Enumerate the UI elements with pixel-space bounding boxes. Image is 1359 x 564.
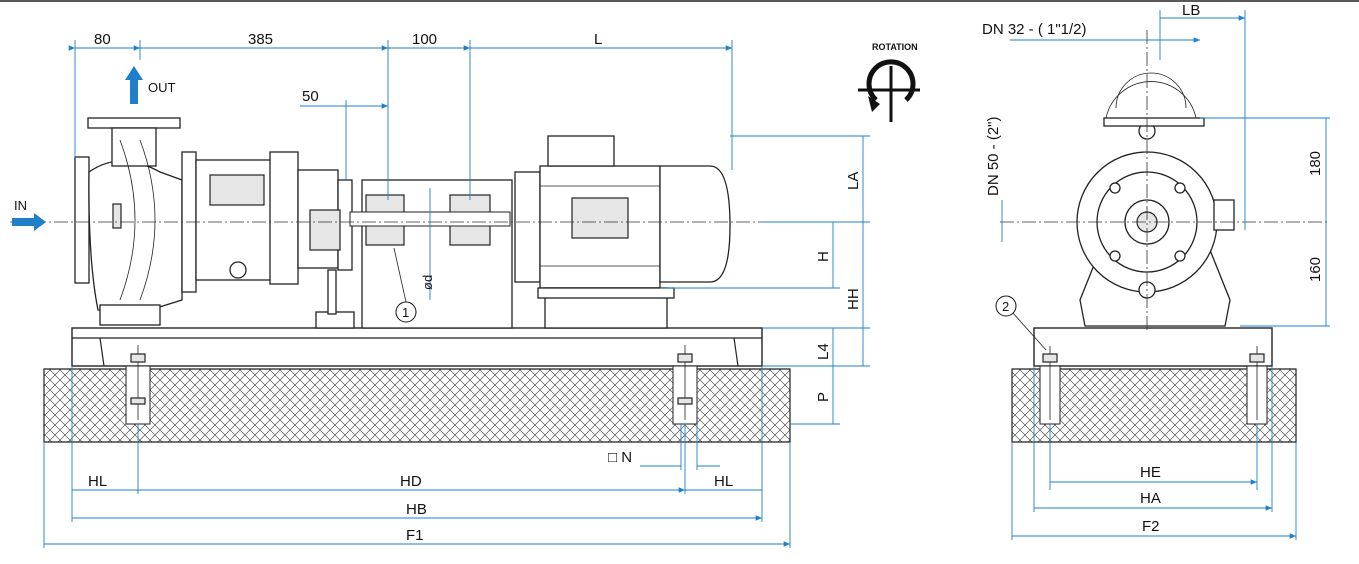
dim-160: 160 [1307, 257, 1324, 282]
dim-H: H [815, 251, 832, 262]
shaft-diameter-label: ød [420, 275, 435, 290]
dim-80: 80 [94, 31, 111, 48]
dim-HL-left: HL [88, 473, 107, 490]
dim-N: □ N [608, 449, 632, 466]
dim-F1: F1 [406, 527, 424, 544]
dim-HA: HA [1140, 490, 1161, 507]
baseplate-front [1033, 327, 1273, 367]
pump-casing [74, 117, 183, 326]
dim-HL-right: HL [714, 473, 733, 490]
dim-HD: HD [400, 473, 422, 490]
coupling-guard [349, 179, 513, 329]
dim-HB: HB [406, 501, 427, 518]
bottom-dimensions: HL HD HL HB F1 □ N [43, 366, 791, 548]
out-label: OUT [148, 80, 176, 95]
outlet-arrow-icon [125, 66, 143, 104]
dim-P: P [815, 392, 832, 402]
side-view: IN OUT ROTATION 80 385 10 [10, 31, 920, 548]
dn-inlet-label: DN 50 - (2") [985, 116, 1002, 196]
dim-180: 180 [1307, 151, 1324, 176]
callout-1-circle [395, 301, 417, 323]
dim-F2: F2 [1142, 518, 1160, 535]
dim-L4: L4 [815, 343, 832, 360]
callout-2-circle [995, 295, 1017, 317]
top-dimensions: 80 385 100 L 50 [68, 31, 733, 200]
inlet-arrow-icon [12, 213, 46, 231]
dim-L: L [594, 31, 602, 48]
baseplate [71, 327, 763, 367]
right-dimensions: LA H HH L4 P [660, 135, 870, 425]
front-view: LB DN 32 - ( 1"1/2) DN 50 - (2") 180 160… [982, 2, 1330, 540]
callout-2: 2 [1002, 299, 1009, 314]
callout-1: 1 [402, 305, 409, 320]
bearing-bracket [181, 151, 355, 329]
dim-LA: LA [845, 172, 862, 190]
motor [514, 135, 731, 329]
dim-50: 50 [302, 88, 319, 105]
dn-outlet-label: DN 32 - ( 1"1/2) [982, 21, 1087, 38]
dim-LB: LB [1182, 2, 1200, 19]
dim-100: 100 [412, 31, 437, 48]
rotation-icon [858, 59, 920, 122]
dim-HH: HH [845, 288, 862, 310]
anchor-bolt-left [125, 345, 151, 425]
in-label: IN [14, 198, 27, 213]
dim-HE: HE [1140, 464, 1161, 481]
dim-385: 385 [248, 31, 273, 48]
rotation-label: ROTATION [872, 42, 918, 52]
